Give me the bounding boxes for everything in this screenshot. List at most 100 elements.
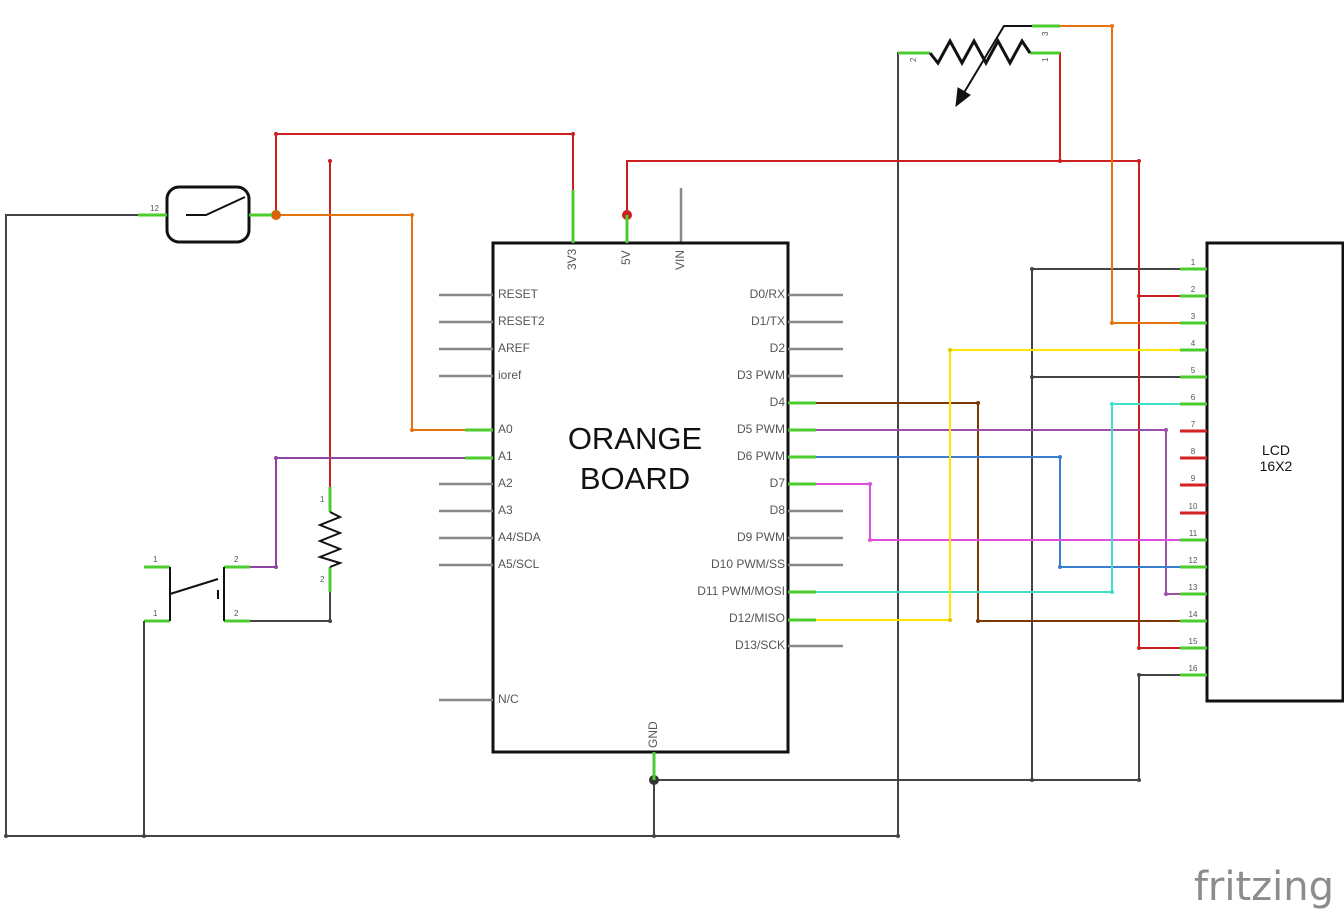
ground-wire-pot[interactable]	[897, 52, 912, 836]
board-pin-d2: D2	[770, 341, 786, 355]
board-outline	[491, 241, 790, 754]
resistor[interactable]: 1 2	[316, 487, 344, 592]
wire-5v-pot[interactable]	[1046, 52, 1061, 161]
lcd-title-line1: LCD	[1262, 442, 1290, 458]
lcd-pin-stubs	[1180, 267, 1207, 677]
wire-5v-bus[interactable]	[626, 160, 1139, 215]
wire-pot-contrast[interactable]	[1046, 25, 1196, 324]
wire-d11-lcd6[interactable]	[808, 403, 1196, 593]
button-pin-label: 2	[234, 609, 239, 618]
bend-dot	[4, 834, 8, 838]
orange-board[interactable]: ORANGE BOARD 3V3 5V VIN RESET RESET2 ARE…	[439, 190, 843, 780]
board-pin-a2: A2	[498, 476, 513, 490]
wire-d5-lcd13[interactable]	[808, 429, 1196, 595]
wire-3v3-switch[interactable]	[275, 133, 574, 215]
lcd-pin-label: 10	[1189, 502, 1198, 511]
bend-dot	[410, 428, 414, 432]
potentiometer[interactable]: 2 3 1	[898, 24, 1060, 108]
bend-dot	[868, 482, 872, 486]
lcd-pin-label: 13	[1189, 583, 1198, 592]
switch-pin-label: 12	[150, 204, 159, 213]
wire-a1-button[interactable]	[236, 457, 470, 568]
lcd-pin-label: 6	[1191, 393, 1196, 402]
bend-dot	[410, 213, 414, 217]
lcd-pin-label: 3	[1191, 312, 1196, 321]
bend-dot	[1137, 159, 1141, 163]
board-pin-a1: A1	[498, 449, 513, 463]
wire-d6-lcd12[interactable]	[808, 456, 1196, 568]
wire-d4-lcd14[interactable]	[808, 402, 1196, 622]
lcd-pin-label: 16	[1189, 664, 1198, 673]
resistor-zigzag	[316, 511, 344, 568]
lcd-16x2[interactable]: LCD 16X2 1 2 3 4 5 6 7 8 9 10	[1180, 241, 1344, 703]
lcd-pin-label: 5	[1191, 366, 1196, 375]
bend-dot	[948, 618, 952, 622]
bend-dot	[1137, 778, 1141, 782]
board-pin-vin: VIN	[673, 250, 687, 270]
lcd-pin-label: 1	[1191, 258, 1196, 267]
toggle-switch[interactable]: 12	[138, 185, 272, 244]
board-pin-d0: D0/RX	[750, 287, 785, 301]
board-pin-gnd: GND	[646, 721, 660, 748]
junction-dots	[4, 24, 1168, 838]
bend-dot	[1030, 375, 1034, 379]
board-title-line1: ORANGE	[568, 421, 702, 456]
button-pin-label: 1	[153, 555, 158, 564]
pot-pin-label: 2	[909, 57, 918, 62]
board-pin-d6: D6 PWM	[737, 449, 785, 463]
wire-switch-a0[interactable]	[276, 214, 470, 431]
board-pin-d11: D11 PWM/MOSI	[697, 584, 785, 598]
board-pin-d10: D10 PWM/SS	[711, 557, 785, 571]
pot-pin-label: 3	[1041, 31, 1050, 36]
lcd-pin-label: 12	[1189, 556, 1198, 565]
button-pin-label: 1	[153, 609, 158, 618]
bend-dot	[1110, 24, 1114, 28]
bend-dot	[1058, 159, 1062, 163]
pot-zigzag	[928, 37, 1032, 67]
signal-wires	[236, 25, 1196, 622]
ground-wire-lcd-16[interactable]	[1138, 674, 1196, 780]
ground-wire-lcd-1-5[interactable]	[1031, 268, 1196, 780]
bend-dot	[328, 619, 332, 623]
bend-dot	[1110, 321, 1114, 325]
bend-dot	[1137, 646, 1141, 650]
bend-dot	[274, 565, 278, 569]
bend-dot	[976, 619, 980, 623]
lcd-pin-label: 9	[1191, 474, 1196, 483]
lcd-pin-label: 4	[1191, 339, 1196, 348]
lcd-pin-label: 15	[1189, 637, 1198, 646]
pot-arrow-icon	[955, 87, 971, 108]
board-left-pin-stubs	[439, 293, 493, 702]
board-pin-reset2: RESET2	[498, 314, 545, 328]
bend-dot	[1030, 267, 1034, 271]
bend-dot	[948, 348, 952, 352]
board-pin-a5: A5/SCL	[498, 557, 540, 571]
board-pin-d3: D3 PWM	[737, 368, 785, 382]
board-pin-d8: D8	[770, 503, 786, 517]
ground-wire-switch[interactable]	[5, 214, 898, 837]
wire-d12-lcd4[interactable]	[808, 349, 1196, 621]
resistor-pin-label: 2	[320, 575, 325, 584]
junction-switch	[271, 210, 281, 220]
fritzing-logo: fritzing	[1194, 864, 1334, 910]
board-right-connected-stubs	[788, 401, 816, 622]
button-contact	[169, 578, 219, 599]
pot-wiper	[961, 25, 1032, 97]
board-pin-d7: D7	[770, 476, 786, 490]
board-pin-ioref: ioref	[498, 368, 522, 382]
bend-dot	[1110, 402, 1114, 406]
bend-dot	[1164, 428, 1168, 432]
push-button[interactable]: 1 2 1 2	[143, 555, 250, 640]
pot-pin-label: 1	[1041, 57, 1050, 62]
bend-dot	[1137, 294, 1141, 298]
bend-dot	[976, 401, 980, 405]
board-pin-d13: D13/SCK	[735, 638, 785, 652]
pot-pin-stub	[898, 24, 1060, 55]
bend-dot	[1058, 565, 1062, 569]
bend-dot	[328, 159, 332, 163]
bend-dot	[1137, 673, 1141, 677]
wire-d7-lcd11[interactable]	[808, 483, 1196, 541]
wire-resistor-button[interactable]	[236, 592, 331, 622]
bend-dot	[896, 834, 900, 838]
